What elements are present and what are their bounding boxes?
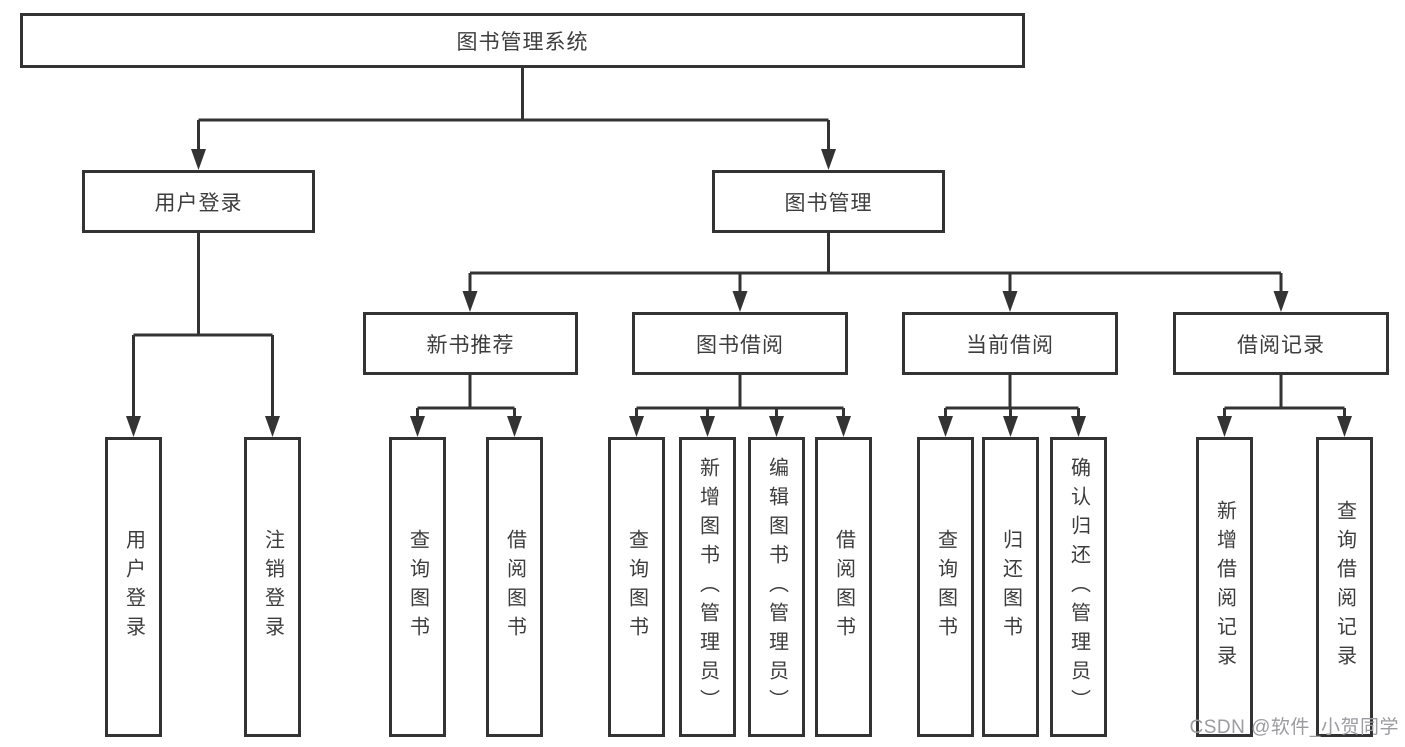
leaf-label: 借阅图书 [832,529,855,645]
leaf-label: 注销登录 [261,529,284,645]
node-label: 图书管理 [784,191,873,215]
leaf-label: 编辑图书（管理员） [765,456,788,718]
node-library-management-system: 图书管理系统 [20,13,1025,68]
leaf-label: 用户登录 [122,529,145,645]
arrowheads [126,149,1352,437]
leaf-confirm-return-admin: 确认归还（管理员） [1050,437,1107,737]
leaf-label: 查询图书 [934,529,957,645]
node-label: 新书推荐 [426,333,515,357]
csdn-watermark: CSDN @软件_小贺同学 [1189,717,1399,738]
leaf-add-books-admin: 新增图书（管理员） [679,437,736,737]
node-book-management: 图书管理 [712,170,945,233]
node-label: 图书借阅 [696,333,784,357]
leaf-label: 查询借阅记录 [1333,500,1356,674]
leaf-query-borrow-record: 查询借阅记录 [1316,437,1373,737]
leaf-borrow-books-recommend: 借阅图书 [486,437,543,737]
node-label: 当前借阅 [966,333,1054,357]
node-label: 借阅记录 [1237,333,1325,357]
leaf-label: 确认归还（管理员） [1067,456,1090,718]
leaf-label: 借阅图书 [503,529,526,645]
leaf-borrow-books: 借阅图书 [815,437,872,737]
node-user-login-branch: 用户登录 [82,170,315,233]
node-new-book-recommend: 新书推荐 [363,312,578,375]
leaf-label: 归还图书 [999,529,1022,645]
node-current-borrow: 当前借阅 [902,312,1118,375]
leaf-add-borrow-record: 新增借阅记录 [1196,437,1253,737]
leaf-query-books-current: 查询图书 [917,437,974,737]
leaf-edit-books-admin: 编辑图书（管理员） [748,437,805,737]
node-borrow-records: 借阅记录 [1173,312,1389,375]
leaf-label: 查询图书 [406,529,429,645]
node-book-borrow: 图书借阅 [632,312,848,375]
leaf-query-books-borrow: 查询图书 [608,437,665,737]
leaf-logout: 注销登录 [244,437,301,737]
leaf-label: 新增图书（管理员） [696,456,719,718]
leaf-user-login: 用户登录 [105,437,162,737]
leaf-label: 查询图书 [625,529,648,645]
node-label: 用户登录 [154,191,243,215]
leaf-label: 新增借阅记录 [1213,500,1236,674]
node-label: 图书管理系统 [456,30,589,54]
leaf-return-books: 归还图书 [982,437,1039,737]
leaf-query-books-recommend: 查询图书 [389,437,446,737]
